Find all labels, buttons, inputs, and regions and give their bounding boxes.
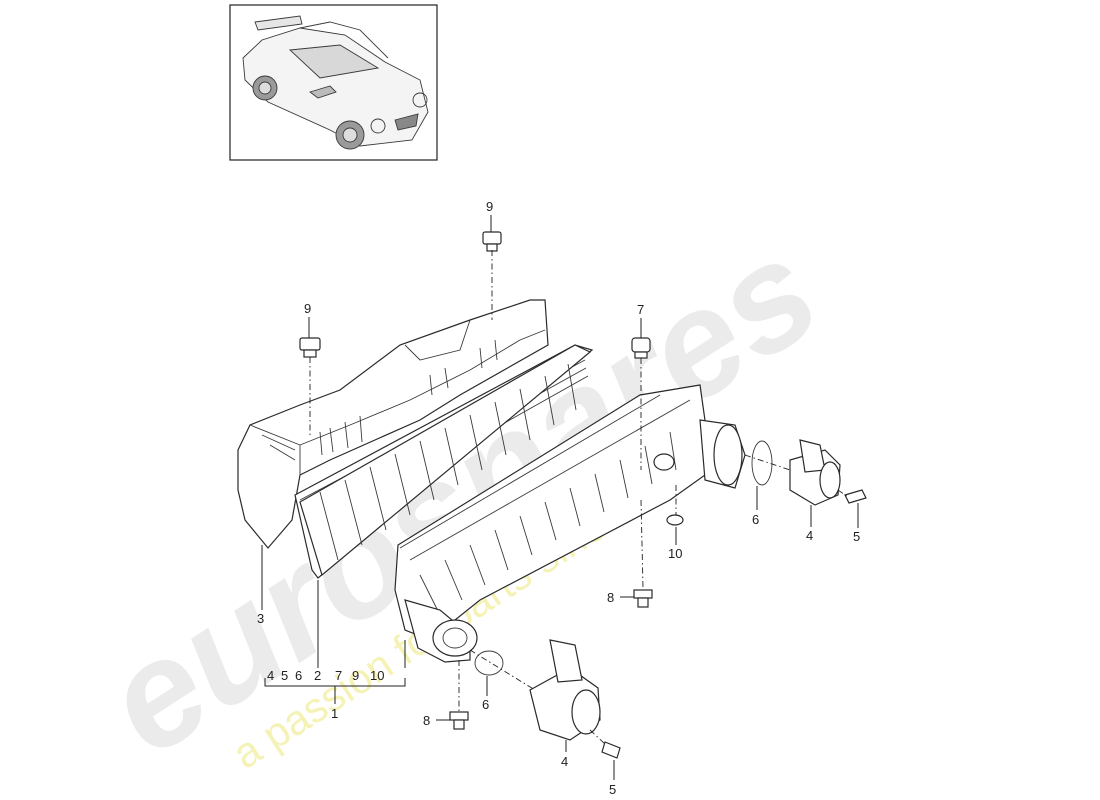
part-9-grommet-top [482,231,502,252]
group-item: 4 [267,668,274,683]
group-item: 7 [335,668,342,683]
callout-3: 3 [257,611,264,626]
part-4-air-mass-meter-right [789,439,841,506]
assembly-lines [309,250,849,746]
part-8-bolt-right [633,589,653,608]
group-item: 5 [281,668,288,683]
part-10-rubber-mount [666,514,684,526]
car-illustration [242,15,429,150]
callout-1: 1 [331,706,338,721]
callout-8-right: 8 [607,590,614,605]
callout-5-right: 5 [853,529,860,544]
callout-9-top: 9 [486,199,493,214]
callout-4-bottom: 4 [561,754,568,769]
group-item: 6 [295,668,302,683]
callout-6-bottom: 6 [482,697,489,712]
callout-8-bottom: 8 [423,713,430,728]
group-item: 2 [314,668,321,683]
callout-7: 7 [637,302,644,317]
part-2-filter-element [294,344,594,579]
callout-10-right: 10 [668,546,682,561]
watermark-brand: eurospares [76,205,846,786]
leader-lines [261,215,859,780]
part-9-grommet-left [299,337,321,358]
part-6-seal-bottom [474,650,504,676]
callout-9-left: 9 [304,301,311,316]
callout-6-right: 6 [752,512,759,527]
group-item: 10 [370,668,384,683]
callout-5-bottom: 5 [609,782,616,797]
part-8-bolt-bottom [449,711,469,730]
vehicle-thumbnail [229,4,438,161]
part-3-air-cleaner-cover [237,299,549,549]
part-4-air-mass-meter-bottom [529,639,601,741]
air-box-housing [394,384,746,663]
callouts: 9 9 7 3 6 4 5 10 8 6 8 4 5 1 4 5 6 2 7 9… [257,199,860,797]
group-item: 9 [352,668,359,683]
part-5-screw-bottom [601,741,621,759]
callout-4-right: 4 [806,528,813,543]
part-6-seal-right [751,440,773,486]
part-5-screw-right [844,489,867,504]
watermark: eurospares a passion for parts since 198… [76,205,846,786]
part-7-grommet [631,337,651,359]
